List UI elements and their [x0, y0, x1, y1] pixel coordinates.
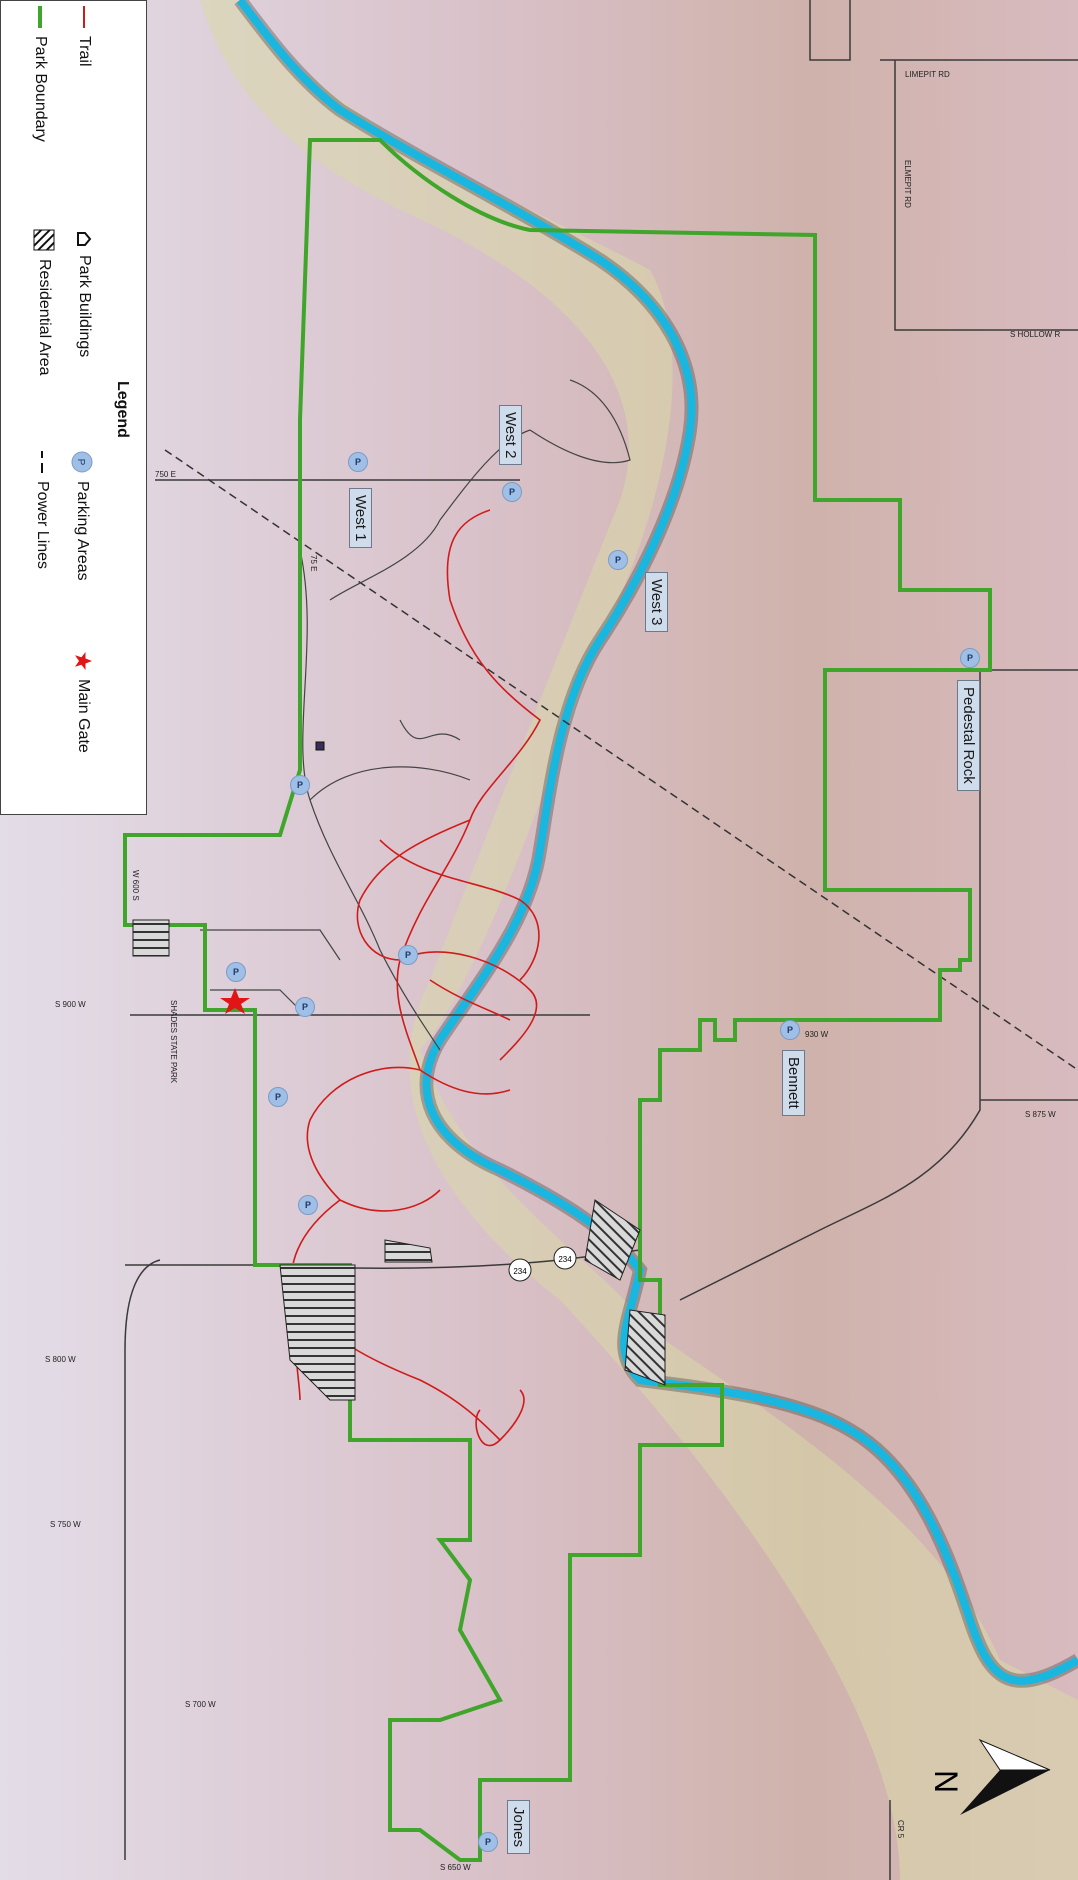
park-boundary: [123, 138, 992, 1862]
parking-icon: P: [71, 451, 93, 473]
road-label: ELMEPIT RD: [903, 160, 912, 208]
road-label: SHADES STATE PARK: [169, 1000, 178, 1084]
road-label: 930 W: [805, 1030, 829, 1039]
river-water: [236, 0, 1078, 1685]
legend-item-main-gate: Main Gate: [73, 651, 93, 753]
hatch-icon: [33, 229, 55, 251]
park-building: [315, 741, 325, 751]
legend-title: Legend: [114, 381, 131, 438]
valley-tint: [200, 0, 1078, 1880]
parking-icon: P: [478, 1832, 498, 1852]
road-label: LIMEPIT RD: [905, 70, 950, 79]
svg-text:P: P: [75, 459, 86, 466]
park-roads: [200, 379, 631, 1051]
parking-label-bennett: Bennett: [782, 1050, 805, 1116]
parking-label-pedestal-rock: Pedestal Rock: [957, 680, 980, 791]
parking-label-west-2: West 2: [499, 405, 522, 466]
svg-text:N: N: [928, 1770, 964, 1793]
star-icon: [75, 652, 92, 670]
road-label: 750 E: [155, 470, 176, 479]
residential-area: [624, 1309, 666, 1386]
road-label: S HOLLOW R: [1010, 330, 1061, 339]
building-icon: [77, 232, 92, 246]
parking-label-jones: Jones: [507, 1800, 530, 1855]
legend-item-power-lines: Power Lines: [33, 451, 51, 569]
parking-icon: P: [398, 945, 418, 965]
road-label: W 600 S: [131, 870, 140, 901]
north-arrow-icon: N: [928, 1738, 1051, 1815]
road-label: S 750 W: [50, 1520, 81, 1529]
road-label: S 900 W: [55, 1000, 86, 1009]
trails: [291, 509, 542, 1447]
legend: Legend Trail Park Boundary Park Building…: [0, 0, 147, 815]
legend-item-parking-areas: P Parking Areas: [71, 451, 93, 581]
residential-area: [132, 919, 170, 957]
parking-label-west-3: West 3: [645, 572, 668, 633]
parking-icon: P: [348, 452, 368, 472]
residential-area: [279, 1264, 356, 1401]
legend-item-park-boundary: Park Boundary: [31, 6, 49, 142]
parking-label-west-1: West 1: [349, 488, 372, 549]
road-label: CR 5: [896, 1820, 905, 1839]
legend-item-park-buildings: Park Buildings: [75, 231, 93, 357]
residential-area: [584, 1199, 641, 1281]
boundary-line-icon: [38, 6, 42, 28]
parking-icon: P: [290, 775, 310, 795]
road-label: S 875 W: [1025, 1110, 1056, 1119]
road-label: S 800 W: [45, 1355, 76, 1364]
power-line: [164, 449, 1078, 1071]
svg-text:234: 234: [513, 1267, 527, 1276]
parking-icon: P: [502, 482, 522, 502]
parking-icon: P: [226, 962, 246, 982]
svg-text:234: 234: [558, 1255, 572, 1264]
trail-line-icon: [83, 6, 85, 28]
main-gate-star: [220, 988, 250, 1014]
road-label: S 650 W: [440, 1863, 471, 1872]
residential-area: [384, 1239, 433, 1263]
parking-icon: P: [295, 997, 315, 1017]
parking-icon: P: [780, 1020, 800, 1040]
parking-icon: P: [268, 1087, 288, 1107]
legend-item-trail: Trail: [75, 6, 93, 67]
parking-icon: P: [608, 550, 628, 570]
power-line-icon: [41, 451, 43, 473]
parking-icon: P: [298, 1195, 318, 1215]
route-marker-2: 234: [553, 1246, 577, 1270]
road-label: 75 E: [309, 555, 318, 572]
parking-icon: P: [960, 648, 980, 668]
legend-item-residential-area: Residential Area: [33, 229, 55, 376]
route-marker-1: 234: [508, 1258, 532, 1282]
road-label: S 700 W: [185, 1700, 216, 1709]
